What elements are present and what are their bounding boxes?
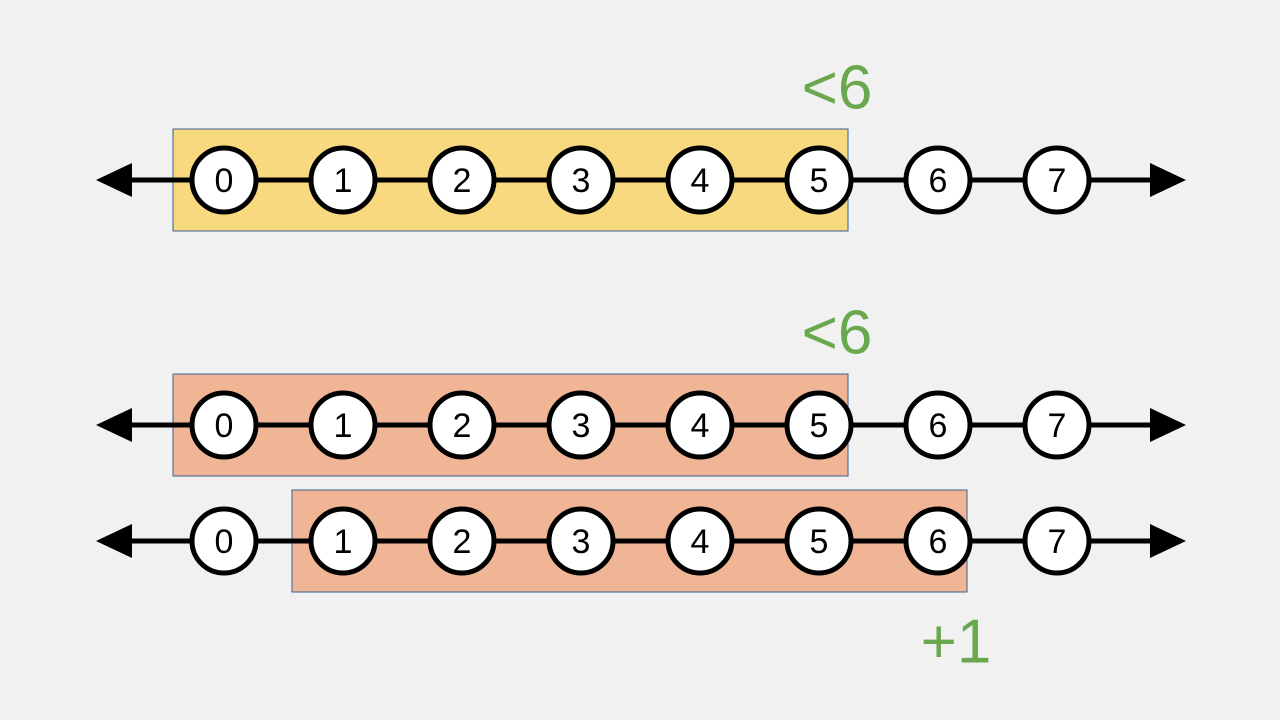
number-node: 5 [784, 506, 854, 576]
node-circle [665, 506, 735, 576]
node-label: 5 [810, 407, 829, 445]
arrow-left-icon [96, 524, 132, 558]
node-circle [189, 390, 259, 460]
arrow-left-icon [96, 163, 132, 197]
node-label: 0 [215, 162, 234, 200]
number-node: 7 [1022, 506, 1092, 576]
number-line-3: 0 1 2 3 4 5 6 7 +1 [96, 489, 1186, 677]
node-circle [189, 145, 259, 215]
node-label: 3 [572, 523, 591, 561]
arrow-right-icon [1150, 163, 1186, 197]
node-label: 6 [929, 407, 948, 445]
number-node: 6 [903, 390, 973, 460]
node-circle [546, 390, 616, 460]
node-label: 2 [453, 407, 472, 445]
number-node: 5 [784, 145, 854, 215]
arrow-right-icon [1150, 524, 1186, 558]
number-node: 4 [665, 390, 735, 460]
number-node: 6 [903, 145, 973, 215]
number-node: 2 [427, 145, 497, 215]
node-label: 2 [453, 162, 472, 200]
node-label: 0 [215, 407, 234, 445]
node-label: 1 [334, 523, 353, 561]
number-node: 0 [189, 145, 259, 215]
node-label: 0 [215, 523, 234, 561]
node-circle [1022, 506, 1092, 576]
node-circle [427, 145, 497, 215]
node-label: 6 [929, 162, 948, 200]
annotation-label: <6 [802, 54, 873, 123]
node-circle [784, 390, 854, 460]
number-line-1: 0 1 2 3 4 5 6 7 <6 [96, 54, 1186, 232]
number-node: 1 [308, 145, 378, 215]
node-circle [427, 506, 497, 576]
node-circle [308, 145, 378, 215]
node-label: 7 [1048, 162, 1067, 200]
number-node: 3 [546, 145, 616, 215]
number-node: 3 [546, 390, 616, 460]
node-circle [665, 145, 735, 215]
arrow-right-icon [1150, 408, 1186, 442]
node-circle [189, 506, 259, 576]
node-circle [546, 145, 616, 215]
node-circle [1022, 390, 1092, 460]
annotation-label: <6 [802, 299, 873, 368]
number-node: 7 [1022, 390, 1092, 460]
node-label: 4 [691, 407, 710, 445]
node-circle [903, 390, 973, 460]
number-node: 0 [189, 390, 259, 460]
node-label: 5 [810, 162, 829, 200]
node-label: 3 [572, 162, 591, 200]
number-node: 3 [546, 506, 616, 576]
number-node: 7 [1022, 145, 1092, 215]
node-label: 5 [810, 523, 829, 561]
annotation-label: +1 [921, 608, 992, 677]
node-label: 3 [572, 407, 591, 445]
node-label: 6 [929, 523, 948, 561]
node-label: 1 [334, 162, 353, 200]
number-node: 0 [189, 506, 259, 576]
node-label: 4 [691, 523, 710, 561]
node-label: 1 [334, 407, 353, 445]
node-circle [427, 390, 497, 460]
arrow-left-icon [96, 408, 132, 442]
number-node: 6 [903, 506, 973, 576]
node-circle [308, 506, 378, 576]
node-circle [784, 145, 854, 215]
node-label: 4 [691, 162, 710, 200]
number-node: 2 [427, 390, 497, 460]
number-node: 5 [784, 390, 854, 460]
node-label: 7 [1048, 407, 1067, 445]
node-circle [546, 506, 616, 576]
node-circle [665, 390, 735, 460]
node-circle [308, 390, 378, 460]
number-node: 1 [308, 506, 378, 576]
node-circle [903, 145, 973, 215]
number-node: 4 [665, 145, 735, 215]
node-label: 2 [453, 523, 472, 561]
number-node: 4 [665, 506, 735, 576]
node-circle [903, 506, 973, 576]
number-node: 2 [427, 506, 497, 576]
node-label: 7 [1048, 523, 1067, 561]
number-node: 1 [308, 390, 378, 460]
node-circle [1022, 145, 1092, 215]
node-circle [784, 506, 854, 576]
number-line-2: 0 1 2 3 4 5 6 7 <6 [96, 299, 1186, 477]
